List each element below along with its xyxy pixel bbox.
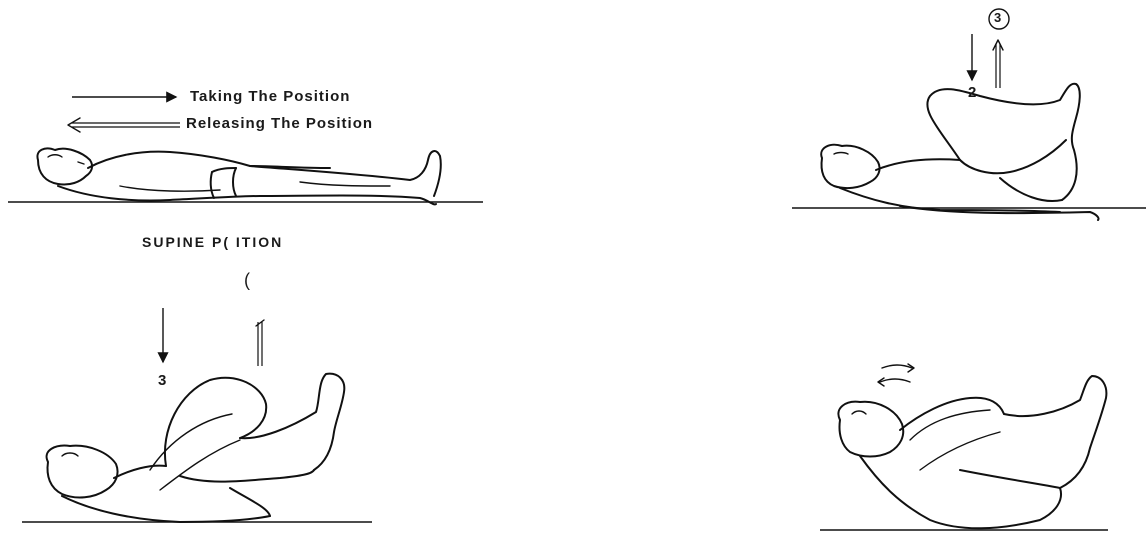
legend-label-releasing: Releasing The Position xyxy=(186,115,373,132)
step-label-3-bottom-left: 3 xyxy=(158,372,166,389)
figure-knees-bent xyxy=(792,9,1146,220)
figure-head-to-knees xyxy=(820,364,1108,530)
figure-supine-position xyxy=(8,148,483,204)
caption-supine-position: SUPINE P( ITION xyxy=(142,234,283,250)
figure-knees-to-chest xyxy=(22,308,372,522)
step-label-2-top-right: 2 xyxy=(968,84,976,101)
legend-arrow-releasing xyxy=(68,118,180,132)
step-label-circled-3: 3 xyxy=(994,10,1001,25)
partial-circled-number: ( xyxy=(244,270,250,291)
legend-label-taking: Taking The Position xyxy=(190,88,350,105)
